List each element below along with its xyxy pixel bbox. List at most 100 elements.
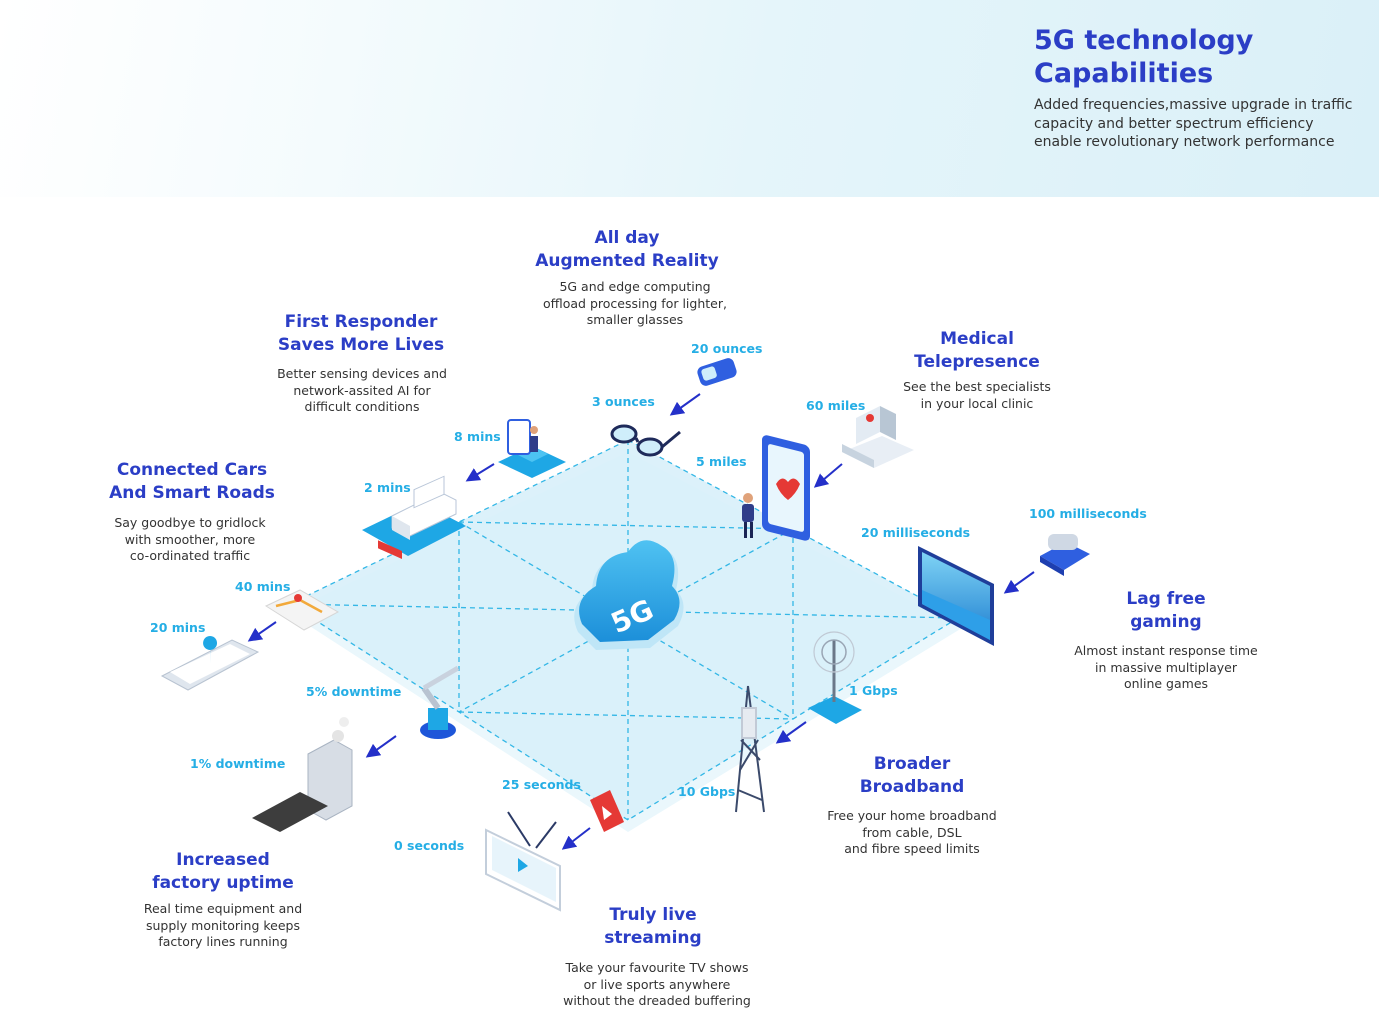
feature-broadband-title-line-1: Broader [873,754,951,774]
feature-factory-title: Increased factory uptime [113,849,333,895]
factory-machine-icon [252,717,353,832]
metric-ar-before: 20 ounces [691,341,763,356]
feature-gaming-title-line-2: gaming [1130,612,1202,632]
cloud-hub-icon: 5G [574,540,684,650]
page-title-line-1: 5G technology [1034,25,1254,56]
feature-first-responder-description: Better sensing devices and network-assit… [232,366,492,416]
metric-medical-after: 5 miles [696,454,747,469]
metric-cars-before: 40 mins [235,579,291,594]
arrow-medical [813,463,843,488]
game-controller-icon [1040,534,1090,576]
arrow-broadband [775,721,807,744]
feature-medical-title: Medical Telepresence [877,328,1077,374]
feature-factory-desc-line-1: Real time equipment and [143,901,303,916]
feature-ar-desc-line-3: smaller glasses [586,312,684,327]
ar-glasses-icon [610,424,681,457]
metric-gaming-after: 20 milliseconds [861,525,971,540]
feature-streaming-title: Truly live streaming [573,904,733,950]
feature-gaming-desc-line-2: in massive multiplayer [1094,659,1237,675]
metric-arrows [247,393,1035,850]
arrow-factory [365,735,397,758]
robot-arm-icon [420,665,460,739]
feature-streaming-title-line-1: Truly live [609,905,697,925]
feature-broadband-title: Broader Broadband [832,753,992,799]
feature-broadband-description: Free your home broadband from cable, DSL… [792,808,1032,858]
metric-medical-before: 60 miles [806,398,866,413]
feature-ar-description: 5G and edge computing offload processing… [500,279,770,329]
feature-ar-desc-line-1: 5G and edge computing [559,279,711,294]
gaming-monitor-icon [918,546,994,646]
television-icon [485,811,561,912]
feature-ar-title: All day Augmented Reality [507,227,747,273]
feature-cars-desc-line-2: with smoother, more [124,531,256,547]
feature-broadband-desc-line-3: and fibre speed limits [844,841,980,856]
feature-cars-title-line-2: And Smart Roads [109,483,275,503]
page-description: Added frequencies,massive upgrade in tra… [1034,97,1353,150]
feature-factory-title-line-2: factory uptime [152,873,294,893]
metric-first-responder-before: 8 mins [454,429,501,444]
arrow-cars [247,621,277,642]
feature-gaming-title-line-1: Lag free [1126,589,1206,609]
medical-phone-icon [762,435,810,541]
page-title: 5G technology Capabilities [1034,24,1364,90]
feature-ar-title-line-2: Augmented Reality [535,251,719,271]
feature-medical-title-line-2: Telepresence [914,352,1040,372]
metric-first-responder-after: 2 mins [364,480,411,495]
feature-factory-description: Real time equipment and supply monitorin… [103,901,343,951]
feature-broadband-title-line-2: Broadband [859,777,965,797]
feature-cars-desc-line-3: co-ordinated traffic [129,548,251,563]
metric-factory-after: 1% downtime [190,756,286,771]
feature-streaming-desc-line-1: Take your favourite TV shows [565,960,749,975]
arrow-streaming [561,827,591,850]
page-title-line-2: Capabilities [1034,58,1214,89]
feature-medical-description: See the best specialists in your local c… [867,379,1087,412]
metric-broadband-after: 10 Gbps [678,784,736,799]
metric-gaming-before: 100 milliseconds [1029,506,1147,521]
feature-first-responder-title: First Responder Saves More Lives [241,311,481,357]
feature-first-responder-title-line-2: Saves More Lives [277,335,445,355]
feature-streaming-desc-line-3: without the dreaded buffering [563,993,751,1008]
feature-medical-desc-line-2: in your local clinic [920,395,1034,411]
ambulance-icon [362,475,466,559]
feature-medical-title-line-1: Medical [940,329,1014,349]
feature-factory-desc-line-3: factory lines running [158,934,288,949]
feature-ar-desc-line-2: offload processing for lighter, [543,295,727,311]
cell-tower-icon [735,685,765,813]
feature-cars-title: Connected Cars And Smart Roads [82,459,302,505]
feature-streaming-description: Take your favourite TV shows or live spo… [527,960,787,1010]
feature-broadband-desc-line-2: from cable, DSL [862,824,962,840]
feature-streaming-title-line-2: streaming [604,928,702,948]
feature-cars-desc-line-1: Say goodbye to gridlock [114,515,266,530]
vr-headset-icon [697,358,737,386]
metric-cars-after: 20 mins [150,620,206,635]
metric-broadband-before: 1 Gbps [849,683,898,698]
feature-first-responder-desc-line-2: network-assited AI for [293,382,431,398]
video-play-icon [590,790,624,832]
metric-streaming-after: 0 seconds [394,838,465,853]
smartphone-pin-icon [160,636,260,691]
metric-factory-before: 5% downtime [306,684,402,699]
arrow-gaming [1003,571,1035,594]
small-antenna-icon [808,631,862,724]
feature-first-responder-desc-line-3: difficult conditions [304,399,420,414]
arrow-ar [669,393,701,416]
hospital-building-icon [842,406,914,468]
feature-cars-title-line-1: Connected Cars [116,460,268,480]
feature-first-responder-desc-line-1: Better sensing devices and [277,366,447,381]
feature-factory-desc-line-2: supply monitoring keeps [146,917,300,933]
feature-streaming-desc-line-2: or live sports anywhere [583,976,731,992]
feature-broadband-desc-line-1: Free your home broadband [827,808,997,823]
feature-cars-description: Say goodbye to gridlock with smoother, m… [80,515,300,565]
arrow-first-responder [465,463,495,482]
doctor-figure-icon [742,493,754,538]
navigation-map-icon [264,589,340,631]
header-band [0,0,1379,197]
feature-ar-title-line-1: All day [594,228,660,248]
feature-gaming-desc-line-1: Almost instant response time [1074,643,1258,658]
feature-gaming-title: Lag free gaming [1086,588,1246,634]
feature-first-responder-title-line-1: First Responder [284,312,438,332]
metric-ar-after: 3 ounces [592,394,655,409]
feature-gaming-description: Almost instant response time in massive … [1046,643,1286,693]
feature-medical-desc-line-1: See the best specialists [903,379,1051,394]
